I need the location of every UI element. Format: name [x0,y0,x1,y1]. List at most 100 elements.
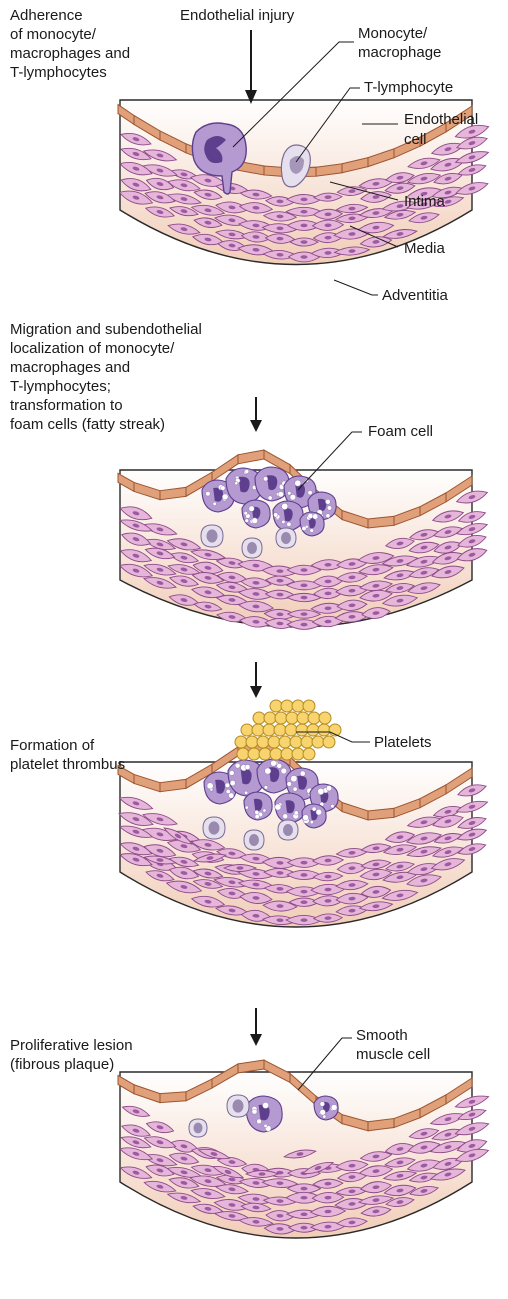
platelet [253,712,265,724]
foam-cell [246,1096,282,1132]
lipid-droplet [326,514,330,518]
lipid-droplet [295,480,301,486]
platelet [248,748,260,760]
platelet [323,736,335,748]
lipid-droplet [318,788,324,794]
lipid-droplet [287,522,291,526]
lipid-droplet [308,513,313,518]
platelet [296,724,308,736]
t-lymphocyte [201,525,223,547]
lipid-droplet [221,486,226,491]
lipid-droplet [228,793,233,798]
panel-platelet-thrombus: Formation of platelet thrombus Platelets [10,662,489,927]
nucleus [207,529,218,542]
endothelial-cell [238,450,264,464]
foam-cell [314,1096,338,1120]
lipid-droplet [325,499,330,504]
endothelial-cell [238,1060,264,1073]
caption-fatty-streak: Migration and subendothelial localizatio… [10,321,206,433]
platelet [259,748,271,760]
foam-cell [275,793,305,823]
lipid-droplet [294,811,298,815]
endothelial-injury-arrow [245,30,257,104]
lipid-droplet [302,526,306,530]
t-lymphocyte [244,830,264,850]
nucleus [249,834,259,846]
platelet [270,748,282,760]
t-lymphocyte [227,1095,249,1117]
lipid-droplet [310,529,314,533]
foam-cell [273,501,303,531]
platelet [308,712,320,724]
platelet [286,712,298,724]
foam-cell [244,792,272,820]
lipid-droplet [283,814,288,819]
lipid-droplet [282,503,288,509]
platelet [279,736,291,748]
down-arrow [250,1008,262,1046]
lipid-droplet [326,785,331,790]
lipid-droplet [291,775,297,781]
platelet [263,724,275,736]
lipid-droplet [263,477,267,481]
panel-fatty-streak: Migration and subendothelial localizatio… [10,321,489,630]
lipid-droplet [310,820,313,823]
lipid-droplet [235,482,238,485]
endothelial-cell [368,516,394,528]
platelet [318,724,330,736]
lipid-droplet [235,763,240,768]
lipid-droplet [331,804,335,808]
label-endothelial-injury: Endothelial injury [180,7,295,24]
lipid-droplet [245,806,248,809]
platelet [307,724,319,736]
lipid-droplet [222,494,228,500]
lipid-droplet [323,1115,326,1118]
platelet [252,724,264,736]
lipid-droplet [255,814,260,819]
lipid-droplet [229,770,234,775]
platelet [281,748,293,760]
t-lymphocyte [242,538,262,558]
lipid-droplet [281,768,287,774]
foam-cell [255,467,289,501]
lipid-droplet [213,502,217,506]
t-lymphocyte [278,820,298,840]
platelet [274,724,286,736]
lipid-droplet [244,791,247,794]
lipid-droplet [225,783,230,788]
down-arrow [250,397,262,432]
label-monocyte-macrophage: Monocyte/ macrophage [358,25,441,61]
platelet [319,712,331,724]
t-lymphocyte [189,1119,207,1137]
lipid-droplet [331,1104,337,1110]
lipid-droplet [320,1109,326,1115]
platelet [241,724,253,736]
nucleus [237,866,244,870]
lipid-droplet [245,519,249,523]
lipid-droplet [252,1109,257,1114]
foam-cell [302,804,326,828]
lipid-droplet [312,514,317,519]
lipid-droplet [287,782,292,787]
platelet [301,736,313,748]
nucleus [194,1123,203,1134]
lipid-droplet [255,810,259,814]
platelet [290,736,302,748]
lipid-droplet [282,520,286,524]
t-lymphocyte [276,528,296,548]
platelet [281,700,293,712]
platelet [303,748,315,760]
platelet [246,736,258,748]
vessel-wall [118,1060,490,1238]
lipid-droplet [249,506,255,512]
caption-platelet-thrombus: Formation of platelet thrombus [10,737,125,773]
lipid-droplet [278,492,284,498]
down-arrow [250,662,262,698]
lipid-droplet [262,1102,268,1108]
foam-cell [257,759,291,793]
lipid-droplet [245,469,249,473]
label-platelets: Platelets [374,734,432,751]
label-media: Media [404,240,446,257]
lipid-droplet [290,494,296,500]
